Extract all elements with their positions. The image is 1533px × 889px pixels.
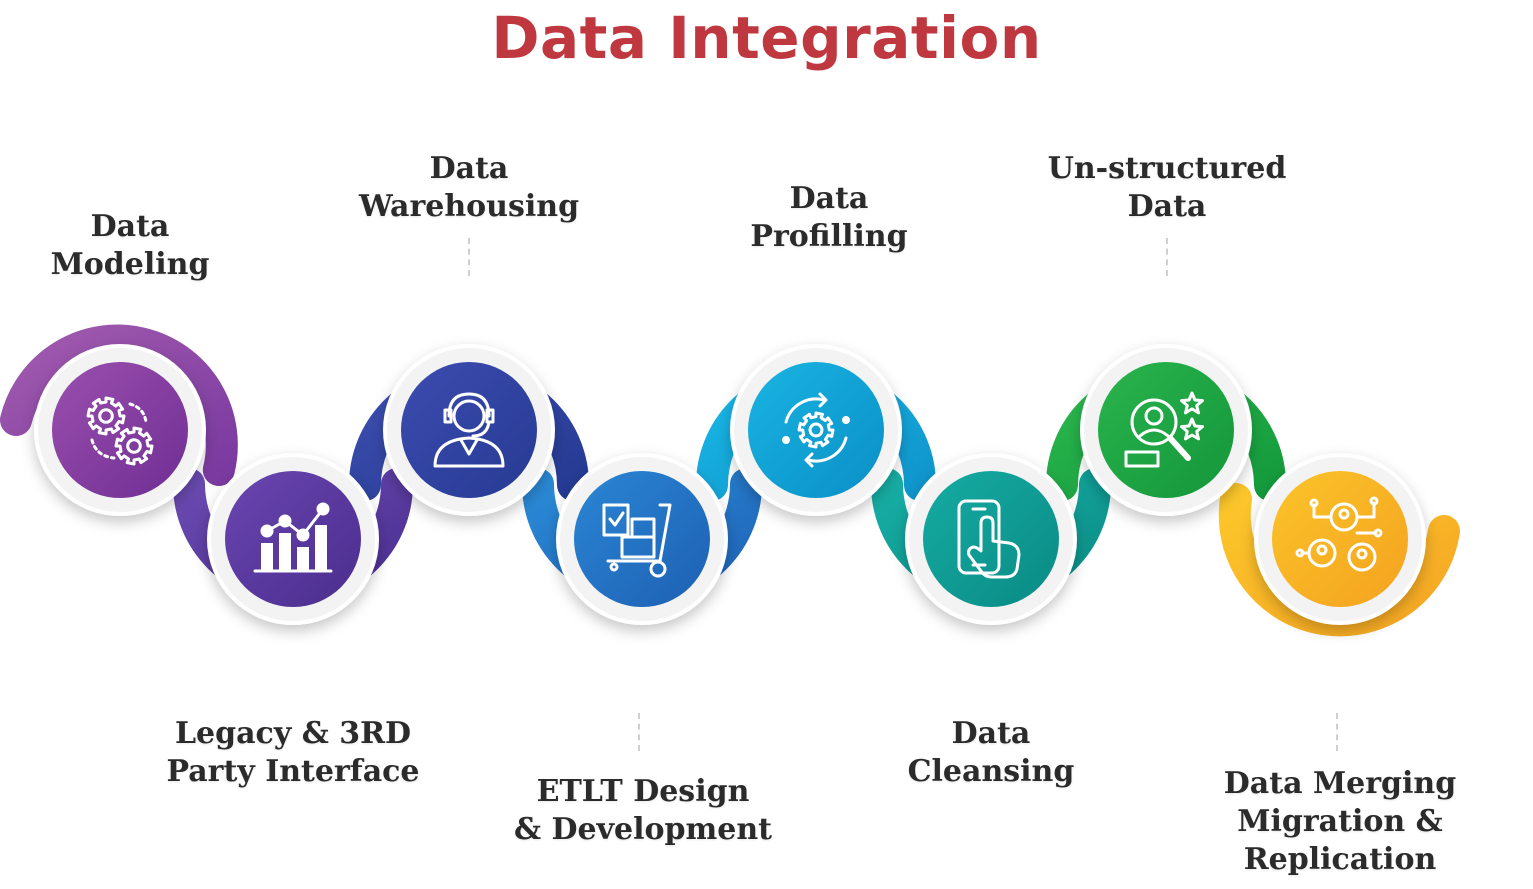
connector-dash-warehousing bbox=[468, 238, 470, 276]
support-agent-icon bbox=[433, 392, 505, 468]
label-etlt-design: ETLT Design & Development bbox=[513, 774, 773, 847]
step-disc-1[interactable] bbox=[52, 362, 188, 498]
network-people-icon bbox=[1295, 496, 1383, 572]
touch-phone-icon bbox=[957, 499, 1021, 579]
label-data-warehousing: Data Warehousing bbox=[358, 151, 580, 224]
page-title: Data Integration bbox=[491, 4, 1042, 72]
label-unstructured-data: Un-structured Data bbox=[1047, 151, 1287, 224]
label-legacy-interface: Legacy & 3RD Party Interface bbox=[166, 716, 420, 789]
gear-cycle-icon bbox=[782, 392, 850, 468]
step-disc-6[interactable] bbox=[923, 471, 1059, 607]
step-disc-5[interactable] bbox=[748, 362, 884, 498]
connector-dash-etlt bbox=[638, 713, 640, 751]
label-data-cleansing: Data Cleansing bbox=[907, 716, 1075, 789]
connector-dash-unstructured bbox=[1166, 238, 1168, 276]
step-disc-2[interactable] bbox=[225, 471, 361, 607]
gears-icon bbox=[86, 396, 154, 466]
label-data-profilling: Data Profilling bbox=[750, 181, 908, 254]
ring-arc-1 bbox=[0, 324, 238, 486]
bar-chart-icon bbox=[253, 502, 333, 573]
connector-dash-merging bbox=[1336, 713, 1338, 751]
hand-truck-icon bbox=[602, 503, 672, 578]
person-search-icon bbox=[1124, 391, 1204, 468]
label-data-modeling: Data Modeling bbox=[50, 209, 210, 282]
step-disc-7[interactable] bbox=[1098, 362, 1234, 498]
label-data-merging: Data Merging Migration & Replication bbox=[1223, 766, 1457, 877]
step-disc-4[interactable] bbox=[574, 471, 710, 607]
step-disc-8[interactable] bbox=[1272, 471, 1408, 607]
